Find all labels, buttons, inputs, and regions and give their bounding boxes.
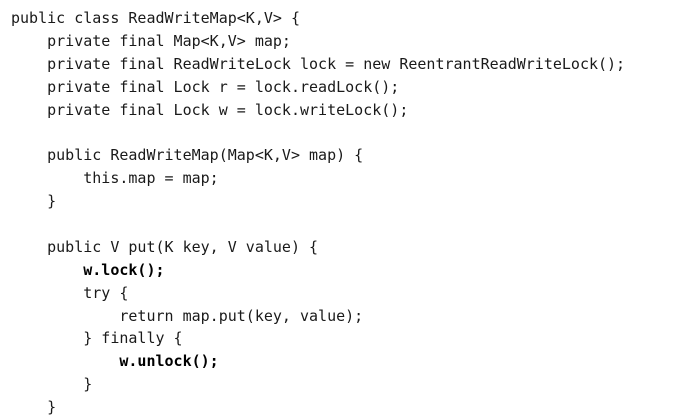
code-line-lock-field: private final ReadWriteLock lock = new R… bbox=[11, 54, 626, 73]
code-line-class-declaration: public class ReadWriteMap<K,V> { bbox=[11, 9, 300, 27]
code-line-constructor-signature: public ReadWriteMap(Map<K,V> map) { bbox=[11, 146, 364, 165]
code-line-blank bbox=[11, 213, 679, 236]
code-line-constructor-close: } bbox=[11, 192, 57, 211]
code-line-try: try { bbox=[11, 283, 129, 302]
code-line-write-lock-release: w.unlock(); bbox=[11, 352, 219, 371]
code-line-constructor-body: this.map = map; bbox=[11, 169, 219, 188]
code-line-write-lock-field: private final Lock w = lock.writeLock(); bbox=[11, 100, 409, 119]
code-listing: public class ReadWriteMap<K,V> { private… bbox=[11, 7, 679, 419]
code-line-map-field: private final Map<K,V> map; bbox=[11, 31, 291, 50]
code-line-blank bbox=[11, 121, 679, 144]
code-line-read-lock-field: private final Lock r = lock.readLock(); bbox=[11, 77, 400, 96]
code-line-put-close: } bbox=[11, 398, 57, 417]
code-line-return-put: return map.put(key, value); bbox=[11, 306, 364, 325]
code-line-finally: } finally { bbox=[11, 329, 183, 348]
code-line-put-signature: public V put(K key, V value) { bbox=[11, 237, 319, 256]
code-line-finally-close: } bbox=[11, 375, 93, 394]
code-line-write-lock-acquire: w.lock(); bbox=[11, 260, 165, 279]
